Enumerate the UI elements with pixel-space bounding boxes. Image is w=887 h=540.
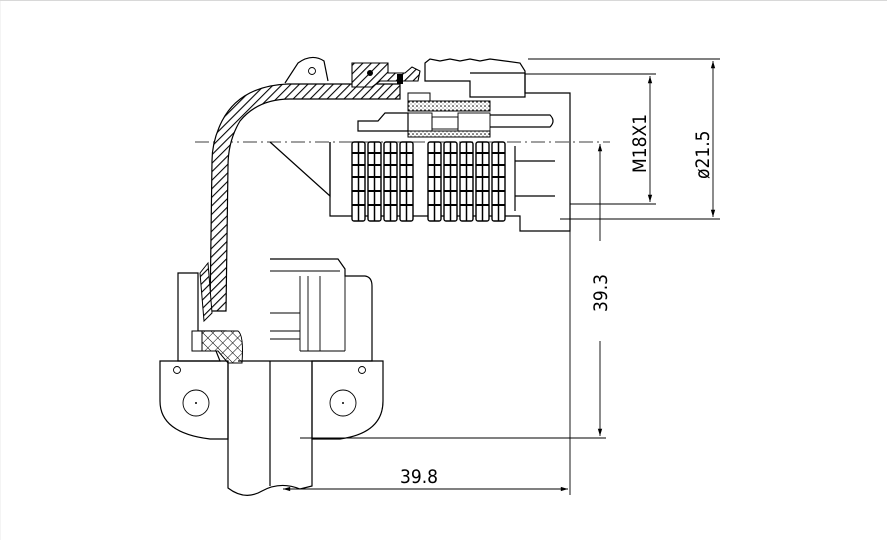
- clamp-plate-left: [159, 360, 229, 440]
- cable: [227, 361, 313, 496]
- grommet: [199, 330, 243, 364]
- mounting-hole-icon: [329, 389, 357, 417]
- diameter-label: ø21.5: [692, 130, 714, 179]
- grommet-washer: [191, 330, 203, 352]
- clamp-plate-right: [311, 360, 384, 440]
- screw-hole-icon: [173, 366, 181, 374]
- ear-hole-icon: [308, 67, 316, 75]
- dimension-thread: M18X1: [525, 73, 656, 205]
- insert-seal-bottom: [407, 130, 491, 138]
- o-ring-icon: [367, 70, 373, 76]
- clamp-hatch: [199, 261, 213, 323]
- insert-clip: [407, 92, 431, 102]
- pin-lines: [514, 146, 555, 211]
- dimension-width: 39.8: [283, 93, 571, 495]
- screw-hole-icon: [358, 366, 366, 374]
- clamp-block: [238, 258, 373, 362]
- top-ear: [284, 56, 329, 84]
- hole-center: [342, 402, 344, 404]
- elbow-housing: [209, 83, 401, 312]
- contact-tail: [357, 112, 409, 132]
- contact-1: [407, 112, 433, 132]
- insert-seal-top: [407, 100, 491, 112]
- height-label: 39.3: [590, 274, 612, 312]
- dimension-diameter: ø21.5: [528, 58, 720, 220]
- contact-2: [431, 116, 459, 130]
- contact-pin: [490, 114, 554, 128]
- thread-label: M18X1: [629, 114, 651, 173]
- mounting-hole-icon: [182, 389, 210, 417]
- contact-3: [457, 112, 491, 132]
- width-label: 39.8: [400, 466, 438, 488]
- seal-block: [397, 74, 403, 84]
- chamfer: [269, 141, 331, 198]
- hole-center: [195, 402, 197, 404]
- clamp-details: [270, 270, 346, 352]
- ribbed-ring: [351, 141, 506, 222]
- dimension-height: 39.3: [300, 144, 612, 439]
- knurled-nut: [424, 58, 526, 98]
